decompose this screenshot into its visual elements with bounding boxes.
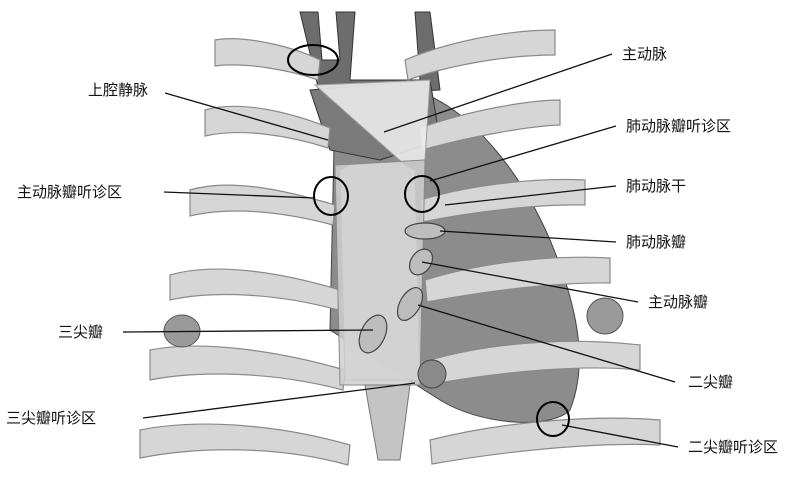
rib-left-4 xyxy=(170,269,340,310)
label-pulmonary-trunk: 肺动脉干 xyxy=(626,177,686,195)
label-aorta: 主动脉 xyxy=(622,45,667,63)
xiphoid xyxy=(365,385,410,460)
rib-left-6 xyxy=(140,424,350,465)
clavicle-head-right xyxy=(587,298,623,334)
label-aortic-valve: 主动脉瓣 xyxy=(648,293,708,311)
label-pulmonary-valve: 肺动脉瓣 xyxy=(626,233,686,251)
apex-area xyxy=(418,360,446,388)
label-svc: 上腔静脉 xyxy=(88,81,148,99)
label-pulmonary-area: 肺动脉瓣听诊区 xyxy=(626,117,731,135)
pulmonary-valve xyxy=(405,223,445,239)
rib-right-6 xyxy=(430,418,660,464)
rib-left-2 xyxy=(205,106,330,148)
label-mitral-area: 二尖瓣听诊区 xyxy=(688,438,778,456)
label-mitral-valve: 二尖瓣 xyxy=(688,373,733,391)
label-tricuspid-valve: 三尖瓣 xyxy=(58,323,103,341)
label-tricuspid-area: 三尖瓣听诊区 xyxy=(6,409,96,427)
rib-left-3 xyxy=(190,185,335,225)
label-aortic-area: 主动脉瓣听诊区 xyxy=(17,183,122,201)
rib-left-5 xyxy=(150,346,345,390)
